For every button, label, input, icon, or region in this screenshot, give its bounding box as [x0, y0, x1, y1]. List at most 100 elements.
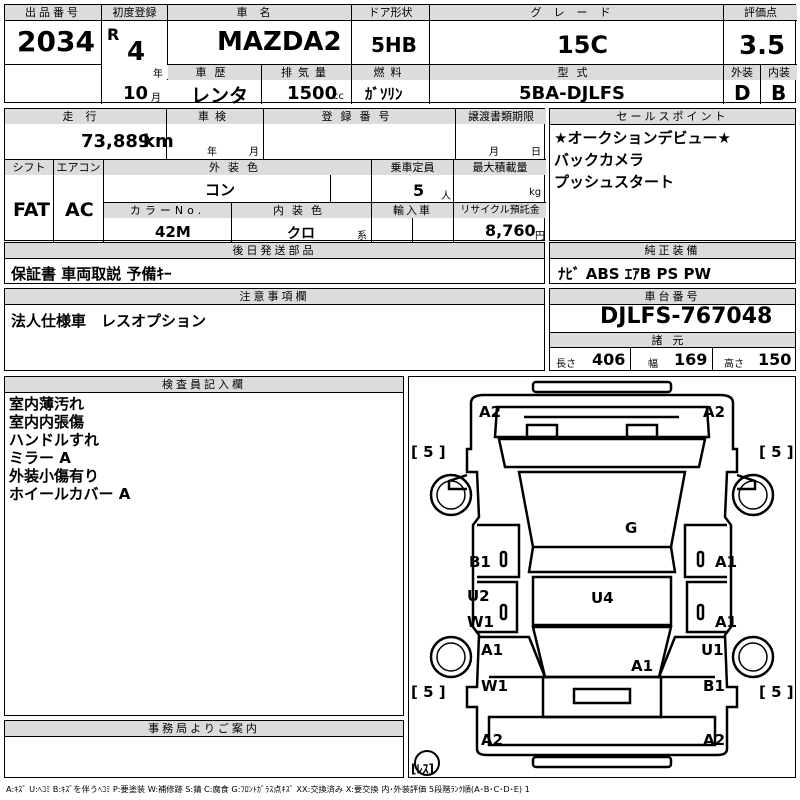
mark-spare-tire: [ﾚｽ] — [411, 762, 434, 776]
cc-unit: cc — [333, 91, 344, 102]
ac-label: エアコン — [54, 160, 103, 175]
mark-left-rear-w: W1 — [481, 677, 508, 695]
inspection-label: 車検 — [167, 109, 263, 124]
history-value: レンタ — [191, 85, 249, 107]
later-shipping-value: 保証書 車両取説 予備ｷｰ — [11, 265, 172, 283]
first-reg-era: R — [107, 25, 120, 44]
mark-left-front-door: B1 — [469, 553, 491, 571]
inspector-line: ミラー A — [9, 449, 71, 467]
mark-left-quarter: A1 — [481, 641, 503, 659]
score-label: 評価点 — [724, 5, 797, 20]
sales-points-label: セールスポイント — [550, 109, 795, 125]
ac-value: AC — [65, 199, 94, 221]
inspector-line: ハンドルすれ — [9, 431, 100, 449]
interior-color-value: クロ — [287, 226, 315, 242]
model-label: 型式 — [430, 65, 723, 80]
transfer-month-unit: 月 — [489, 147, 499, 158]
mileage-label: 走行 — [5, 109, 166, 124]
equipment-value: ﾅﾋﾞ ABS ｴｱB PS PW — [558, 265, 712, 283]
later-shipping-label: 後日発送部品 — [5, 243, 544, 259]
color-value: コン — [205, 181, 236, 199]
chassis-specs: 車台番号 DJLFS-767048 諸元 長さ 406 幅 169 高さ 150 — [549, 288, 796, 371]
sales-point-line: プッシュスタート — [554, 173, 675, 191]
mark-tire-front-right: [ 5 ] — [759, 443, 794, 461]
sales-point-line: ★オークションデビュー★ — [554, 129, 731, 147]
mileage-value: 73,889 — [81, 131, 151, 152]
vehicle-details: 走行 73,889 km 車検 年 月 登録番号 譲渡書類期限 月 日 シフト … — [4, 108, 546, 242]
chassis-number: DJLFS-767048 — [600, 304, 773, 329]
mark-tire-rear-left: [ 5 ] — [411, 683, 446, 701]
cc-value: 1500 — [287, 83, 338, 104]
mark-rear-right: A2 — [703, 731, 725, 749]
mark-right-rear-door: A1 — [715, 613, 737, 631]
inspector-line: 室内薄汚れ — [9, 395, 85, 413]
specs-label: 諸元 — [550, 332, 795, 348]
shift-label: シフト — [5, 160, 53, 175]
interior-score: B — [771, 81, 787, 105]
interior-color-label: 内装色 — [232, 203, 371, 218]
chassis-label: 車台番号 — [550, 289, 795, 305]
cc-label: 排気量 — [262, 65, 351, 80]
fuel-value: ｶﾞｿﾘﾝ — [365, 85, 403, 103]
width-label: 幅 — [648, 359, 658, 370]
inspector-label: 検査員記入欄 — [5, 377, 403, 393]
capacity-unit: 人 — [441, 191, 451, 202]
mark-rear-left: A2 — [481, 731, 503, 749]
shift-value: FAT — [13, 199, 50, 221]
notes: 注意事項欄 法人仕様車 レスオプション — [4, 288, 545, 371]
mark-trunk: A1 — [631, 657, 653, 675]
height-label: 高さ — [724, 359, 744, 370]
mark-left-rear-door-w: W1 — [467, 613, 494, 631]
first-reg-year: 4 — [127, 37, 146, 67]
lot-label: 出品番号 — [5, 5, 101, 20]
lot-number: 2034 — [17, 25, 95, 58]
load-unit: kg — [529, 187, 542, 198]
inspection-month-unit: 月 — [249, 147, 259, 158]
mark-right-rear-b: B1 — [703, 677, 725, 695]
door-label: ドア形状 — [352, 5, 429, 20]
history-label: 車歴 — [168, 65, 261, 80]
first-reg-month: 10 — [123, 83, 149, 104]
sales-points: セールスポイント ★オークションデビュー★ バックカメラ プッシュスタート — [549, 108, 796, 241]
length-label: 長さ — [556, 359, 576, 370]
mark-tire-front-left: [ 5 ] — [411, 443, 446, 461]
inspector-line: 室内内張傷 — [9, 413, 85, 431]
grade-label: グレード — [430, 5, 723, 20]
score-value: 3.5 — [739, 31, 786, 61]
genuine-equipment: 純正装備 ﾅﾋﾞ ABS ｴｱB PS PW — [549, 242, 796, 284]
car-outline-diagram: A2 A2 [ 5 ] [ 5 ] G B1 A1 U2 U4 W1 A1 A1… — [411, 380, 794, 776]
equipment-label: 純正装備 — [550, 243, 795, 259]
load-label: 最大積載量 — [454, 160, 546, 175]
height-value: 150 — [758, 350, 792, 369]
office-label: 事務局よりご案内 — [5, 721, 403, 737]
color-label: 外装色 — [104, 160, 371, 175]
colorno-label: カラーNo. — [104, 203, 231, 218]
capacity-label: 乗車定員 — [372, 160, 453, 175]
mark-right-front-door: A1 — [715, 553, 737, 571]
interior-label: 内装 — [761, 65, 797, 80]
import-label: 輸入車 — [372, 203, 453, 218]
model-value: 5BA-DJLFS — [519, 83, 626, 104]
inspector-line: ホイールカバー A — [9, 485, 131, 503]
mark-front-right: A2 — [703, 403, 725, 421]
first-reg-month-unit: 月 — [151, 93, 161, 104]
damage-diagram: A2 A2 [ 5 ] [ 5 ] G B1 A1 U2 U4 W1 A1 A1… — [408, 376, 796, 778]
header-row-1: 出品番号 2034 初度登録 R 4 年 10 月 車名 MAZDA2 ドア形状… — [4, 4, 797, 107]
office-notice: 事務局よりご案内 — [4, 720, 404, 778]
legend: A:ｷｽﾞ U:ﾍｺﾐ B:ｷｽﾞを伴うﾍｺﾐ P:要塗装 W:補修跡 S:錆 … — [6, 784, 530, 794]
inspector-line: 外装小傷有り — [9, 467, 100, 485]
inspector-notes: 検査員記入欄 室内薄汚れ 室内内張傷 ハンドルすれ ミラー A 外装小傷有り ホ… — [4, 376, 404, 716]
transfer-label: 譲渡書類期限 — [456, 109, 546, 124]
transfer-day-unit: 日 — [531, 147, 541, 158]
notes-value: 法人仕様車 レスオプション — [11, 312, 207, 330]
inspection-year-unit: 年 — [207, 147, 217, 158]
mileage-unit: km — [143, 131, 174, 152]
mark-right-quarter: U1 — [701, 641, 724, 659]
mark-glass: G — [625, 519, 637, 537]
mark-left-rear-door-u: U2 — [467, 587, 490, 605]
recycle-unit: 円 — [535, 231, 545, 242]
sales-point-line: バックカメラ — [554, 151, 645, 169]
later-shipping-parts: 後日発送部品 保証書 車両取説 予備ｷｰ — [4, 242, 545, 284]
door-value: 5HB — [371, 33, 417, 57]
length-value: 406 — [592, 350, 626, 369]
